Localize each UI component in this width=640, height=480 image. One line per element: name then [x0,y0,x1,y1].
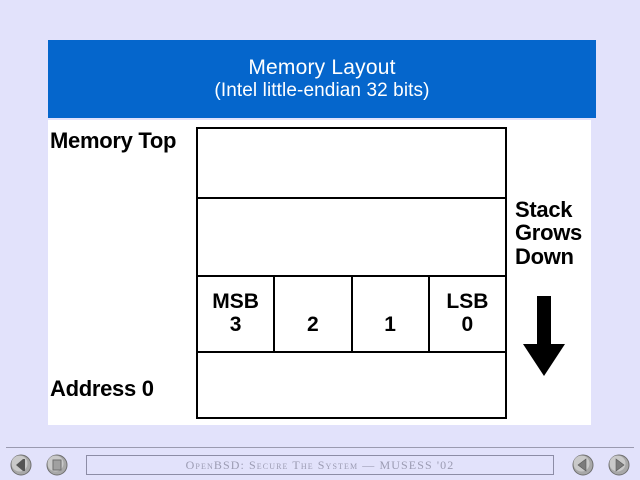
byte-cell-1: 1 [350,275,430,353]
memory-cell-empty-top [196,127,507,199]
byte-tag-msb: MSB [212,289,259,313]
bottom-divider [6,447,634,448]
previous-slide-button[interactable] [572,454,594,476]
byte-number-3: 3 [229,312,242,336]
byte-cell-3: MSB 3 [195,275,276,353]
memory-cell-empty-middle [196,197,507,277]
slide-subtitle: (Intel little-endian 32 bits) [214,80,430,102]
status-bar: OpenBSD: Secure The System — MUSESS '02 [86,455,554,475]
nav-left-group [10,454,68,476]
stack-grows-down-note: Stack Grows Down [515,198,591,268]
arrow-down-icon [523,296,565,376]
back-button[interactable] [10,454,32,476]
byte-tag-lsb: LSB [446,289,489,313]
slide: Memory Layout (Intel little-endian 32 bi… [48,40,596,425]
stack-note-line-1: Stack [515,197,573,222]
byte-number-1: 1 [384,312,396,336]
stop-button[interactable] [46,454,68,476]
table-row [196,127,507,199]
memory-layout-table: MSB 3 2 1 LSB 0 [195,127,508,419]
byte-cell-0: LSB 0 [427,275,508,353]
table-row-bytes: MSB 3 2 1 LSB 0 [195,275,508,353]
table-row [196,197,507,277]
next-slide-button[interactable] [608,454,630,476]
label-memory-top: Memory Top [50,128,177,153]
label-address-zero: Address 0 [50,376,154,401]
status-text: OpenBSD: Secure The System — MUSESS '02 [185,457,455,472]
bottom-toolbar: OpenBSD: Secure The System — MUSESS '02 [0,450,640,480]
byte-cell-2: 2 [273,275,353,353]
table-row [196,351,507,419]
content-panel: Memory Top Address 0 MSB 3 2 [48,120,591,425]
slide-title: Memory Layout [248,56,396,79]
byte-number-2: 2 [307,312,319,336]
nav-right-group [572,454,630,476]
memory-cell-empty-bottom [196,351,507,419]
byte-number-0: 0 [461,312,474,336]
stack-note-line-2: Grows [515,220,582,246]
slide-title-banner: Memory Layout (Intel little-endian 32 bi… [48,40,596,118]
stack-note-line-3: Down [515,243,574,269]
